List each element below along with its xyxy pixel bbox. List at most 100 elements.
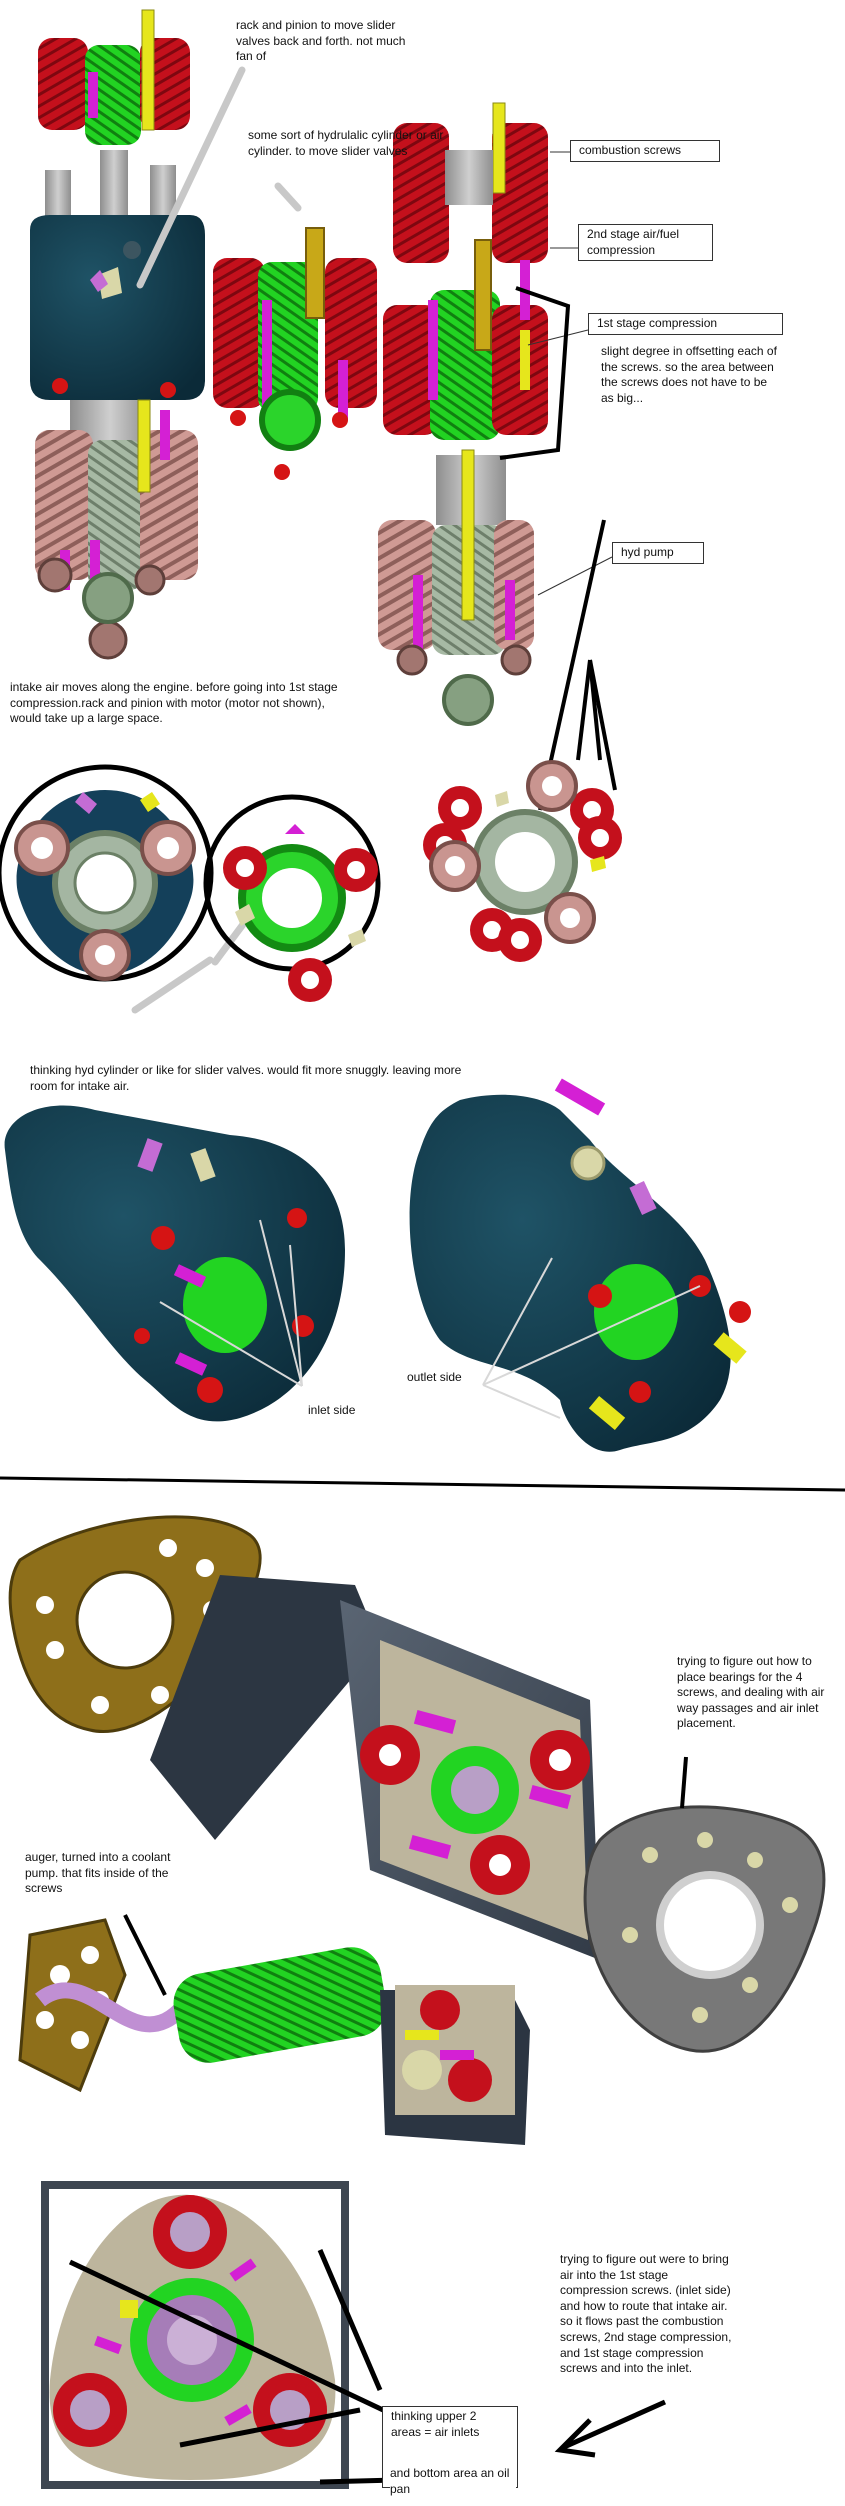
red-port xyxy=(629,1381,651,1403)
assembly-middle xyxy=(213,227,377,480)
note-hyd-cylinder: some sort of hydrulalic cylinder or air … xyxy=(248,128,447,158)
note-thinking-hyd: thinking hyd cylinder or like for slider… xyxy=(30,1063,465,1093)
yellow-slider-rod xyxy=(520,330,530,390)
housing-port xyxy=(52,378,68,394)
end-view-left xyxy=(0,764,214,982)
slider-valve-housing xyxy=(30,215,205,400)
note-auger: auger, turned into a coolant pump. that … xyxy=(25,1850,174,1896)
sage-gear xyxy=(442,674,494,726)
yellow-slider-rod xyxy=(137,399,151,493)
red-combustion-screw xyxy=(492,123,548,263)
red-port xyxy=(287,1208,307,1228)
red-port xyxy=(151,1226,175,1250)
pink-gear xyxy=(396,644,428,676)
red-2nd-stage-screw xyxy=(383,305,439,435)
red-port xyxy=(134,1328,150,1344)
yellow-slider-rod xyxy=(461,449,475,621)
red-port xyxy=(197,1377,223,1403)
magenta-slider-rod xyxy=(88,72,98,118)
note-rack-pinion: rack and pinion to move slider valves ba… xyxy=(236,18,409,64)
pink-gear-hole xyxy=(31,837,53,859)
bearing-pointer xyxy=(680,1756,688,1809)
red-combustion-screw xyxy=(325,258,377,408)
sage-compression-screw xyxy=(88,440,144,590)
housing-inlet-view xyxy=(4,1105,346,1422)
green-screw-body xyxy=(173,1947,387,2063)
gray-shaft xyxy=(445,150,493,205)
section-divider xyxy=(0,1476,845,1492)
red-combustion-screw xyxy=(393,123,449,263)
callout-combustion-screws: combustion screws xyxy=(570,140,720,162)
label-outlet-side: outlet side xyxy=(407,1370,462,1384)
pink-pump-screw xyxy=(35,430,93,580)
red-screw-hole xyxy=(236,859,254,877)
green-screw-face xyxy=(183,1257,267,1353)
sage-gear xyxy=(82,572,134,624)
brass-hyd-cylinder xyxy=(305,227,325,319)
housing-outlet-view xyxy=(409,1078,751,1452)
brass-end-plate xyxy=(18,1918,127,2093)
red-screw-hole xyxy=(347,861,365,879)
green-screw-face xyxy=(594,1264,678,1360)
green-gear xyxy=(259,389,321,451)
pointer-shape xyxy=(98,267,122,299)
red-combustion-screw xyxy=(38,38,88,130)
housing-port xyxy=(332,412,348,428)
pink-gear xyxy=(37,557,73,593)
pink-gear-hole xyxy=(157,837,179,859)
callout-1st-stage: 1st stage compression xyxy=(588,313,783,335)
yellow-slider-rod xyxy=(141,9,155,131)
assembly-right xyxy=(378,102,548,726)
magenta-slider-rod xyxy=(505,580,515,640)
pink-pump-screw xyxy=(140,430,198,580)
magenta-slider-rod xyxy=(160,410,170,460)
yellow-slider-rod xyxy=(492,102,506,194)
note-route-air: trying to figure out were to bring air i… xyxy=(560,2252,738,2376)
auger-assembly xyxy=(18,1918,530,2145)
note-oil-pan: and bottom area an oil pan xyxy=(390,2466,516,2498)
note-bearings: trying to figure out how to place bearin… xyxy=(677,1654,828,1731)
pink-gear xyxy=(88,620,128,660)
housing-port xyxy=(274,464,290,480)
green-compression-screw xyxy=(85,45,141,145)
assembly-left xyxy=(30,9,205,660)
magenta-valve-tab xyxy=(90,270,108,292)
red-port xyxy=(729,1301,751,1323)
brass-hyd-cylinder xyxy=(474,239,492,351)
magenta-slider-rod xyxy=(338,360,348,420)
pink-pump-screw xyxy=(378,520,436,650)
red-port xyxy=(588,1284,612,1308)
pink-gear-hole xyxy=(95,945,115,965)
hollow-center xyxy=(262,868,322,928)
label-inlet-side: inlet side xyxy=(308,1403,356,1417)
note-offsetting: slight degree in offsetting each of the … xyxy=(601,344,781,405)
housing-port xyxy=(160,382,176,398)
inlet-side-pointers xyxy=(159,1219,303,1387)
housing-port xyxy=(230,410,246,426)
end-view-right xyxy=(423,760,622,962)
callout-hyd-pump: hyd pump xyxy=(612,542,704,564)
cross-section-pointers xyxy=(68,2249,667,2485)
callout-2nd-stage: 2nd stage air/fuel compression xyxy=(578,224,713,262)
note-intake-air: intake air moves along the engine. befor… xyxy=(10,680,341,726)
hollow-center xyxy=(73,851,137,915)
end-view-middle xyxy=(203,794,381,1002)
magenta-slider-rod xyxy=(262,300,272,410)
bearing-plate-assembly xyxy=(8,1515,826,2053)
magenta-slider-rod xyxy=(428,300,438,400)
red-screw-hole xyxy=(301,971,319,989)
outlet-side-pointers xyxy=(482,1257,701,1419)
hollow-center xyxy=(495,832,555,892)
pink-gear xyxy=(500,644,532,676)
green-compression-screw xyxy=(258,262,318,412)
magenta-slider-rod xyxy=(90,540,100,588)
housing-port xyxy=(123,241,141,259)
pink-gear xyxy=(134,564,166,596)
magenta-slider-rod xyxy=(413,575,423,655)
callout-lines xyxy=(527,151,613,596)
brass-cap xyxy=(570,1145,606,1181)
cross-section xyxy=(41,2181,349,2489)
slate-housing-block xyxy=(150,1575,380,1840)
auger-pointer xyxy=(123,1914,167,1996)
